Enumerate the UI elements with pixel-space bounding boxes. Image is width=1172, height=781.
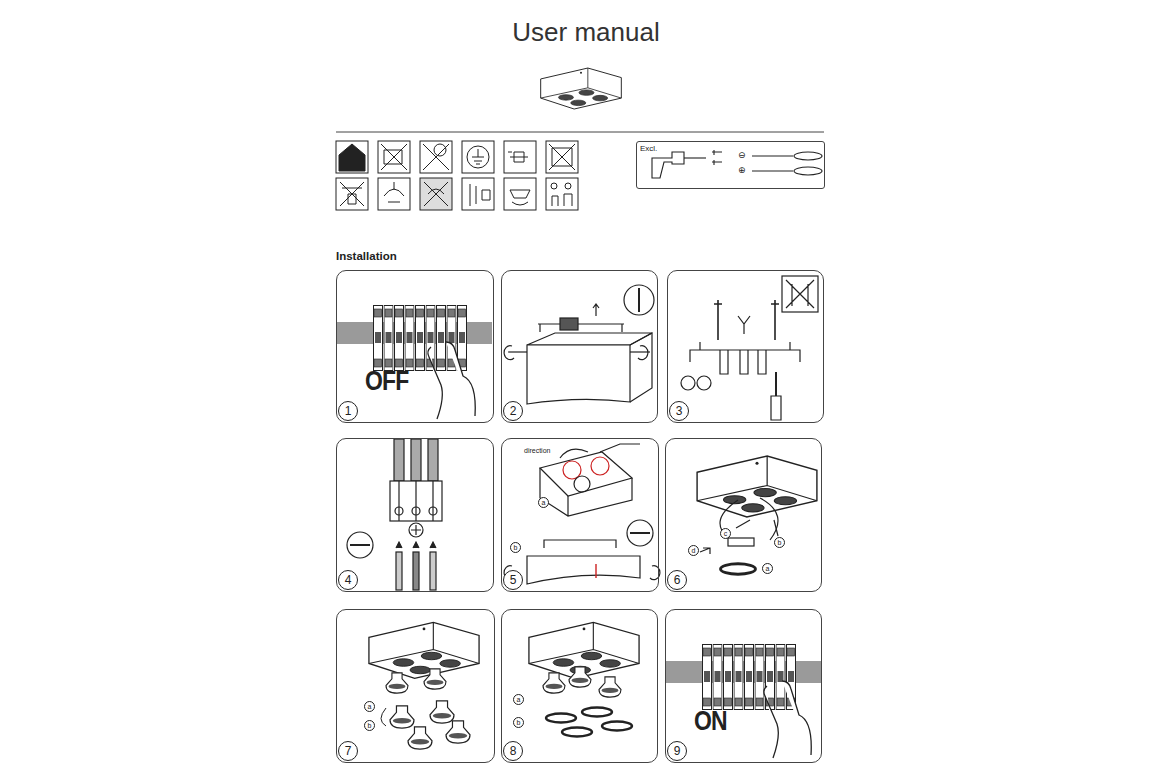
step-panel: 7 xyxy=(336,609,495,763)
callout-letter: a xyxy=(762,563,773,574)
step-number: 2 xyxy=(503,401,523,421)
step-number: 6 xyxy=(667,570,687,590)
callout-letter: b xyxy=(513,717,524,728)
tools-heading: Excl. xyxy=(640,144,657,153)
callout-letter: a xyxy=(364,701,375,712)
step-number: 5 xyxy=(503,570,523,590)
minus-symbol: ⊖ xyxy=(738,150,746,160)
callout-letter: d xyxy=(688,545,699,556)
step-panel: 8 xyxy=(501,609,658,763)
step-panel: 6 xyxy=(665,438,822,592)
step-panel: 1 OFF xyxy=(336,270,494,423)
manual-title: User manual xyxy=(0,17,1172,48)
callout-letter: a xyxy=(538,497,549,508)
step-number: 7 xyxy=(338,741,358,761)
step-panel: 4 xyxy=(336,438,494,592)
step-number: 4 xyxy=(338,570,358,590)
callout-letter: b xyxy=(364,720,375,731)
step-number: 9 xyxy=(667,741,687,761)
direction-label: direction xyxy=(524,447,550,454)
callout-letter: a xyxy=(513,694,524,705)
switch-on-label: ON xyxy=(694,706,727,737)
plus-symbol: ⊕ xyxy=(738,165,746,175)
step-number: 3 xyxy=(669,401,689,421)
callout-letter: b xyxy=(510,542,521,553)
step-panel: 9 ON xyxy=(665,609,822,763)
step-panel: 3 xyxy=(667,270,824,423)
step-panel: 5 direction xyxy=(501,438,659,592)
callout-letter: c xyxy=(720,528,731,539)
tools-box: Excl. xyxy=(636,141,825,189)
section-heading: Installation xyxy=(336,250,397,262)
switch-off-label: OFF xyxy=(365,366,408,397)
step-number: 8 xyxy=(503,741,523,761)
callout-letter: b xyxy=(774,537,785,548)
step-panel: 2 xyxy=(501,270,658,423)
step-number: 1 xyxy=(338,401,358,421)
